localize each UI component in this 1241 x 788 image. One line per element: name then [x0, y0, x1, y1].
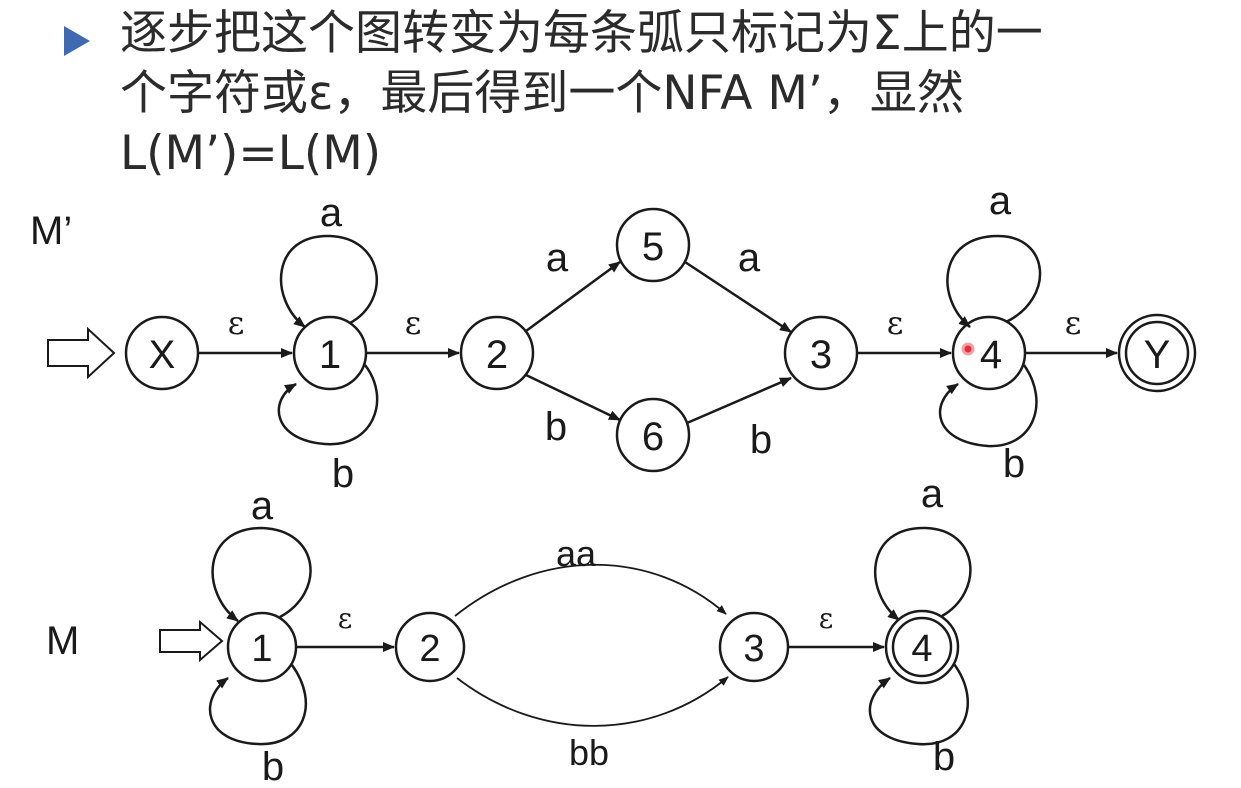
pointer-dot — [961, 342, 975, 356]
state-y-inner — [1124, 320, 1190, 386]
edge-5-3-label: a — [738, 236, 761, 280]
edge-3-4-label: ε — [887, 304, 904, 342]
header-line-1: 逐步把这个图转变为每条弧只标记为Σ上的一 — [120, 6, 1043, 61]
header-line-2: 个字符或ε，最后得到一个NFA M’，显然 — [120, 66, 964, 121]
state-4-inner — [891, 616, 953, 678]
edge-1-2-label: ε — [405, 304, 422, 342]
edge-6-3-label: b — [750, 418, 772, 462]
loop-1-top — [211, 526, 312, 622]
diagram-m-prime-title: M’ — [30, 209, 72, 253]
bullet-triangle-icon — [64, 26, 90, 56]
state-2 — [394, 611, 466, 683]
loop-4-bottom-label: b — [933, 735, 955, 779]
edge-2-5 — [525, 260, 621, 333]
loop-4-bottom — [938, 364, 1038, 448]
edge-2-6-label: b — [545, 405, 567, 449]
loop-4-top — [873, 526, 972, 621]
loop-1-bottom — [277, 364, 379, 446]
state-3-label: 3 — [810, 333, 832, 377]
state-y-label: Y — [1144, 333, 1171, 377]
loop-4-top-label: a — [921, 472, 944, 516]
loop-1-bottom-label: b — [262, 745, 284, 788]
edge-2-5-label: a — [546, 236, 569, 280]
edge-2-3-bottom-label: bb — [569, 732, 609, 773]
loop-4-top-label: a — [989, 179, 1012, 223]
edge-2-3-bb — [456, 676, 729, 727]
start-arrow-icon — [159, 619, 224, 663]
loop-1-top-label: a — [320, 191, 343, 235]
state-4-label: 4 — [980, 333, 1002, 377]
state-5-label: 5 — [642, 225, 664, 269]
state-6-label: 6 — [642, 415, 664, 459]
edge-5-3 — [684, 260, 792, 334]
edge-4-y-label: ε — [1065, 304, 1082, 342]
diagram-m — [159, 526, 972, 746]
loop-4-top — [946, 234, 1042, 328]
edge-2-3-aa — [454, 563, 727, 617]
edge-6-3 — [686, 376, 792, 425]
state-3-label: 3 — [743, 628, 764, 670]
state-6 — [615, 397, 691, 473]
state-2-label: 2 — [486, 333, 508, 377]
state-5 — [615, 207, 691, 283]
state-1-label: 1 — [251, 628, 272, 670]
state-4-outer — [884, 609, 960, 685]
loop-4-bottom — [868, 663, 969, 746]
diagram-m-title: M — [46, 619, 79, 663]
loop-1-bottom — [208, 664, 308, 746]
diagram-m-prime — [47, 207, 1197, 473]
loop-1-bottom-label: b — [332, 452, 354, 496]
state-y-outer — [1117, 313, 1197, 393]
state-2-label: 2 — [419, 628, 440, 670]
edge-3-4-label: ε — [819, 602, 834, 635]
edge-1-2-label: ε — [338, 602, 353, 635]
edge-2-6 — [525, 373, 621, 422]
header-line-3: L(M’)=L(M) — [120, 126, 382, 181]
edge-x-1-label: ε — [228, 304, 245, 342]
loop-1-top — [279, 234, 378, 328]
state-2 — [459, 315, 535, 391]
state-x-label: X — [149, 333, 176, 377]
loop-4-bottom-label: b — [1003, 442, 1025, 486]
edge-2-3-top-label: aa — [556, 533, 597, 574]
loop-1-top-label: a — [251, 484, 274, 528]
state-4-label: 4 — [911, 628, 932, 670]
state-1-label: 1 — [319, 333, 341, 377]
start-arrow-icon — [47, 326, 116, 380]
